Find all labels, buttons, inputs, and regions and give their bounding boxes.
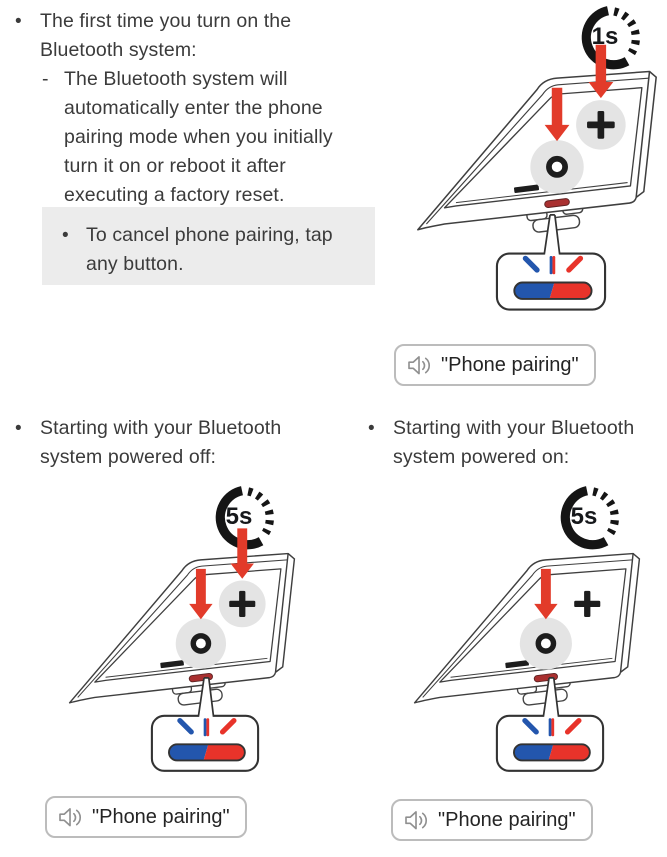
led-indicator	[495, 676, 605, 773]
bullet-marker: •	[62, 225, 69, 246]
led-indicator	[150, 676, 260, 773]
figure-first-pairing: 1s "Phone pairing"	[392, 0, 667, 400]
intro-sub-item: - The Bluetooth system will automaticall…	[42, 65, 364, 210]
countdown-timer-icon: 5s	[553, 484, 621, 552]
headset-illustration	[417, 44, 657, 235]
voice-prompt-text: "Phone pairing"	[441, 354, 579, 376]
intro-sub-text: The Bluetooth system will automatically …	[64, 68, 333, 206]
intro-bullet-item: • The first time you turn on the Bluetoo…	[15, 7, 363, 65]
bullet-marker: •	[15, 418, 22, 439]
heading-powered-on-text: Starting with your Bluetooth system powe…	[393, 417, 635, 468]
timer-duration: 5s	[225, 503, 253, 530]
countdown-timer-icon: 5s	[208, 484, 276, 552]
note-box: • To cancel phone pairing, tap any butto…	[42, 207, 375, 285]
note-text: To cancel phone pairing, tap any button.	[86, 224, 333, 275]
headset-illustration	[413, 552, 641, 707]
center-button	[549, 159, 565, 175]
speaker-icon	[59, 807, 82, 826]
heading-powered-on: • Starting with your Bluetooth system po…	[368, 414, 667, 472]
center-button	[193, 636, 208, 651]
heading-powered-off: • Starting with your Bluetooth system po…	[15, 414, 345, 472]
voice-prompt-label: "Phone pairing"	[391, 799, 593, 841]
bullet-marker: •	[15, 11, 22, 32]
voice-prompt-label: "Phone pairing"	[394, 344, 596, 386]
timer-duration: 5s	[570, 503, 598, 530]
dash-marker: -	[42, 68, 49, 90]
voice-prompt-text: "Phone pairing"	[92, 806, 230, 828]
bullet-marker: •	[368, 418, 375, 439]
voice-prompt-label: "Phone pairing"	[45, 796, 247, 838]
figure-powered-off: 5s "Phone pairing"	[40, 478, 320, 857]
intro-text: The first time you turn on the Bluetooth…	[40, 10, 292, 61]
voice-prompt-text: "Phone pairing"	[438, 809, 576, 831]
heading-powered-off-text: Starting with your Bluetooth system powe…	[40, 417, 282, 468]
led-indicator	[495, 213, 607, 311]
figure-powered-on: 5s "Phone pairing"	[385, 478, 665, 857]
speaker-icon	[405, 810, 428, 829]
headset-illustration	[68, 528, 296, 707]
center-button	[538, 636, 553, 651]
speaker-icon	[408, 355, 431, 374]
